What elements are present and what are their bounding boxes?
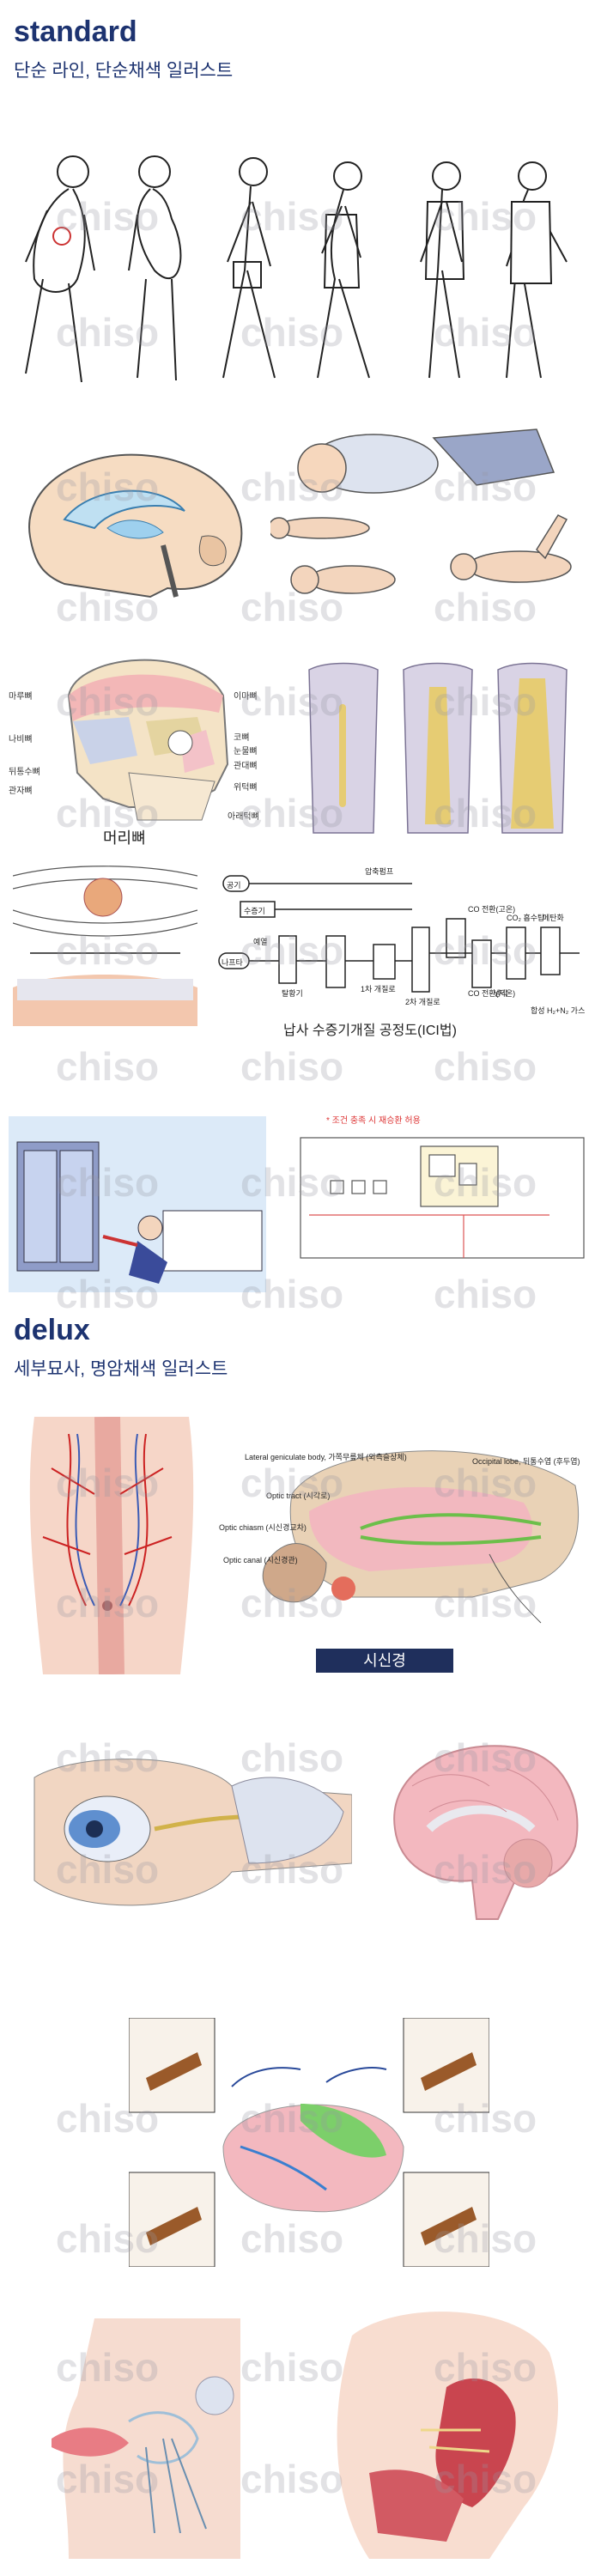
section-subtitle-delux: 세부묘사, 명암채색 일러스트 [14, 1359, 228, 1379]
skull-label-parietal: 마루뼈 [9, 692, 33, 702]
process-label-cooling: 냉각 [494, 989, 508, 998]
abdominal-vessels-illustration [17, 1417, 206, 1674]
process-label-co-low: CO 전환(저온) [468, 989, 516, 998]
visual-label-occipital-lobe: Occipital lobe, 뒤통수엽 (후두엽) [472, 1457, 580, 1466]
process-label-preheat: 예열 [253, 938, 268, 946]
skull-label-temporal: 관자뼈 [9, 787, 33, 796]
skull-label-occipital: 뒤통수뼈 [9, 768, 40, 777]
visual-label-optic-chiasm: Optic chiasm (시신경교차) [219, 1523, 307, 1532]
visual-pathway-diagram: Lateral geniculate body, 가쪽무릎체 (외측슬상체) O… [215, 1417, 592, 1683]
process-label-naphtha: 나프타 [222, 958, 243, 967]
process-caption: 납사 수증기개질 공정도(ICI법) [283, 1024, 457, 1038]
tongue-nerve-illustration [43, 2318, 266, 2559]
process-label-syngas: 합성 H₂+N₂ 가스 [531, 1006, 586, 1015]
fluid-flow-illustration [13, 859, 197, 1026]
brain-sagittal-illustration [378, 1735, 584, 1923]
process-label-secondary-reformer: 2차 개질로 [405, 998, 440, 1006]
eye-brain-section-illustration [26, 1743, 352, 1919]
skull-label-maxilla: 위턱뼈 [234, 783, 258, 793]
watermark-text: chiso [240, 1044, 344, 1089]
head-muscle-illustration [318, 2301, 575, 2559]
process-flow-diagram: 압축펌프 공기 수증기 나프타 예열 탈황기 1차 개질로 2차 개질로 CO … [215, 859, 592, 1039]
section-title-standard: standard [14, 15, 137, 48]
skull-label-mandible: 아래턱뼈 [228, 812, 259, 822]
visual-label-optic-canal: Optic canal (시신경관) [223, 1556, 298, 1564]
process-label-pump: 압축펌프 [365, 867, 394, 876]
violinist-brain-map-illustration [129, 2018, 489, 2267]
watermark-text: chiso [434, 1044, 537, 1089]
section-subtitle-standard: 단순 라인, 단순채색 일러스트 [14, 61, 234, 81]
process-label-co2-absorber: CO₂ 흡수탑 [507, 914, 545, 922]
posture-figures-illustration [9, 150, 592, 399]
spine-back-illustration [292, 653, 588, 850]
process-label-steam: 수증기 [244, 907, 265, 915]
skull-label-nasal: 코뼈 [234, 733, 250, 743]
skull-label-zygomatic: 관대뼈 [234, 762, 258, 771]
section-title-delux: delux [14, 1314, 90, 1346]
process-label-desulfurizer: 탈황기 [282, 989, 303, 998]
brain-ventricle-illustration [13, 434, 258, 610]
skull-label-lacrimal: 눈물뼈 [234, 747, 258, 756]
skull-caption: 머리뼈 [103, 829, 146, 847]
visual-label-optic-tract: Optic tract (시각로) [266, 1492, 331, 1500]
skull-label-sphenoid: 나비뼈 [9, 735, 33, 744]
visual-label-lgb: Lateral geniculate body, 가쪽무릎체 (외측슬상체) [245, 1453, 407, 1461]
watermark-text: chiso [56, 1044, 160, 1089]
lab-accident-illustration [9, 1116, 266, 1292]
infant-postures-illustration [270, 421, 592, 618]
process-label-co-high: CO 전환(고온) [468, 905, 516, 914]
process-label-methanation: 메탄화 [543, 914, 564, 922]
process-label-primary-reformer: 1차 개질로 [361, 985, 396, 993]
floor-plan-diagram: * 조건 충족 시 재승환 허용 [292, 1108, 592, 1288]
optic-nerve-badge: 시신경 [316, 1649, 453, 1673]
floor-plan-note: * 조건 충족 시 재승환 허용 [326, 1116, 421, 1126]
skull-label-frontal: 이마뼈 [234, 692, 258, 702]
skull-diagram: 마루뼈 이마뼈 나비뼈 코뼈 눈물뼈 관대뼈 뒤통수뼈 위턱뼈 관자뼈 아래턱뼈… [9, 635, 283, 850]
process-label-air: 공기 [227, 881, 241, 890]
